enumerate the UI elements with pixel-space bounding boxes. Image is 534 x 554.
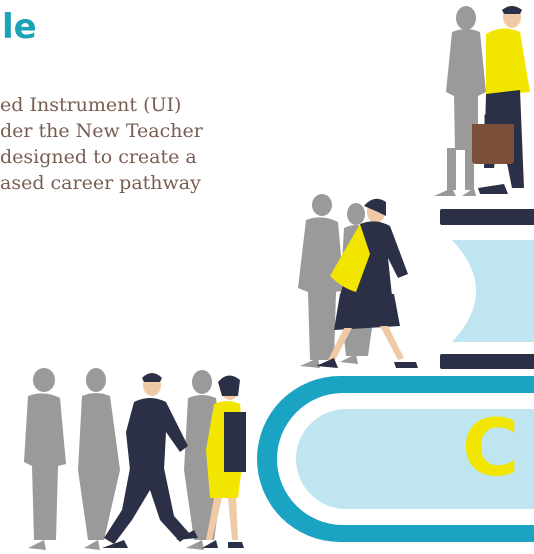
businessman-dark-suit: [102, 373, 198, 548]
intro-line-1: ed Instrument (UI): [0, 94, 182, 116]
businesswoman-yellow-top: [316, 198, 418, 368]
bottom-level-people: [24, 368, 246, 550]
businessman-yellow-shirt: [472, 6, 530, 194]
stair-steps: [257, 209, 534, 542]
intro-paragraph: ed Instrument (UI) der the New Teacher d…: [0, 92, 203, 196]
grey-woman-silhouette-top: [434, 6, 486, 196]
middle-level-people: [298, 194, 418, 368]
grey-man-silhouette-left: [24, 368, 66, 550]
top-level-people: [434, 6, 530, 196]
upper-step-top-bar: [440, 209, 534, 225]
section-heading: le: [2, 7, 37, 47]
intro-line-3: designed to create a: [0, 146, 197, 168]
intro-line-4: ased career pathway: [0, 172, 201, 194]
grey-woman-silhouette-left: [78, 368, 120, 550]
lower-step-letter: C: [462, 404, 520, 494]
upper-step-bottom-bar: [440, 354, 534, 369]
businesswoman-yellow-skirt: [202, 375, 246, 548]
lower-step-inner-panel: [296, 409, 534, 509]
grey-man-silhouette-middle: [298, 194, 344, 368]
upper-step-panel: [452, 240, 534, 342]
intro-line-2: der the New Teacher: [0, 120, 203, 142]
